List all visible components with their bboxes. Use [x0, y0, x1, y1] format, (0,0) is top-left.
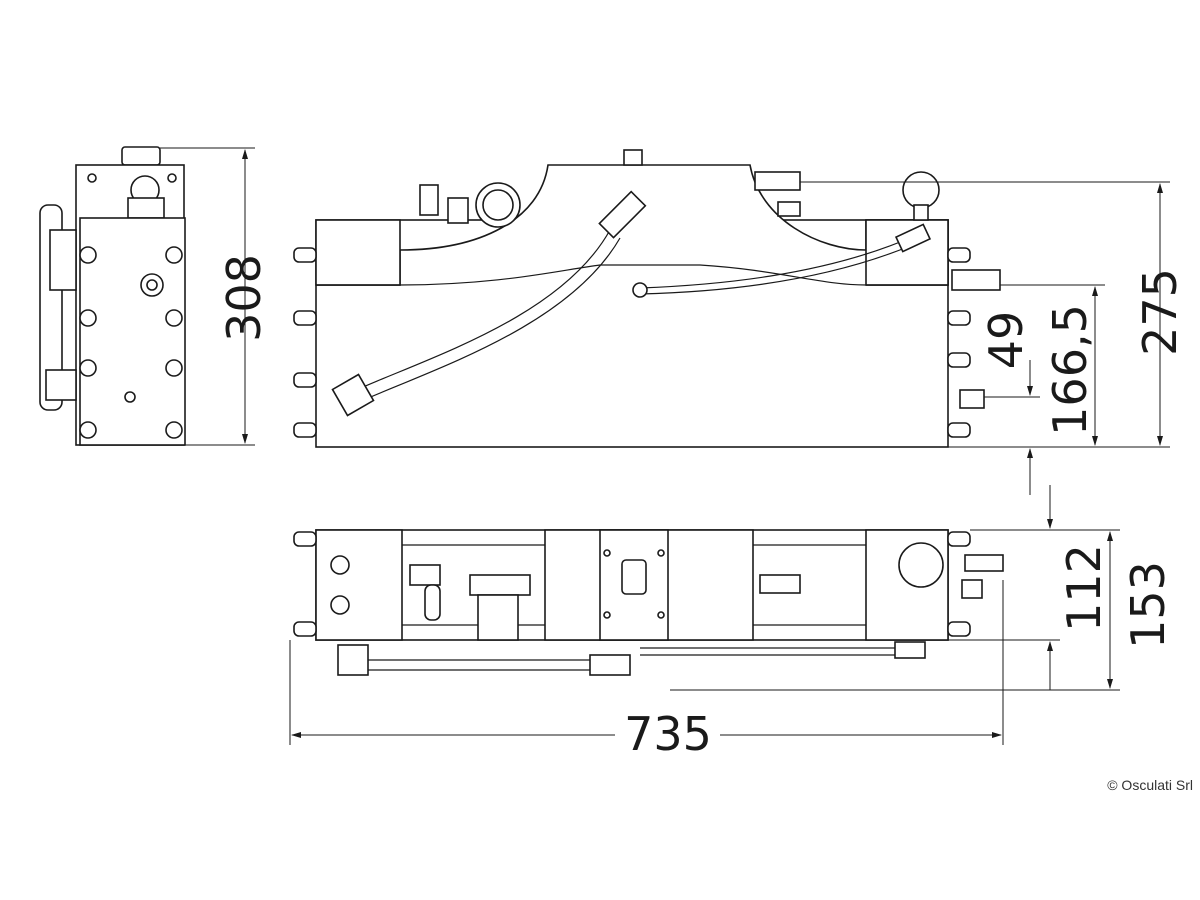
- dim-153: 153: [1121, 561, 1175, 649]
- copyright: © Osculati Srl: [1107, 777, 1193, 793]
- side-bolts: [79, 246, 183, 439]
- dim-308: 308: [217, 254, 271, 342]
- dim-112: 112: [1057, 544, 1111, 632]
- dim-166-5: 166,5: [1043, 304, 1097, 436]
- dim-49: 49: [979, 311, 1033, 370]
- side-view: [39, 146, 186, 446]
- top-view: [293, 529, 1004, 676]
- dim-735: 735: [624, 707, 712, 761]
- front-bolts: [293, 247, 971, 438]
- dim-275: 275: [1133, 268, 1187, 356]
- front-view: [293, 149, 1001, 448]
- dimension-lines: [160, 147, 1170, 745]
